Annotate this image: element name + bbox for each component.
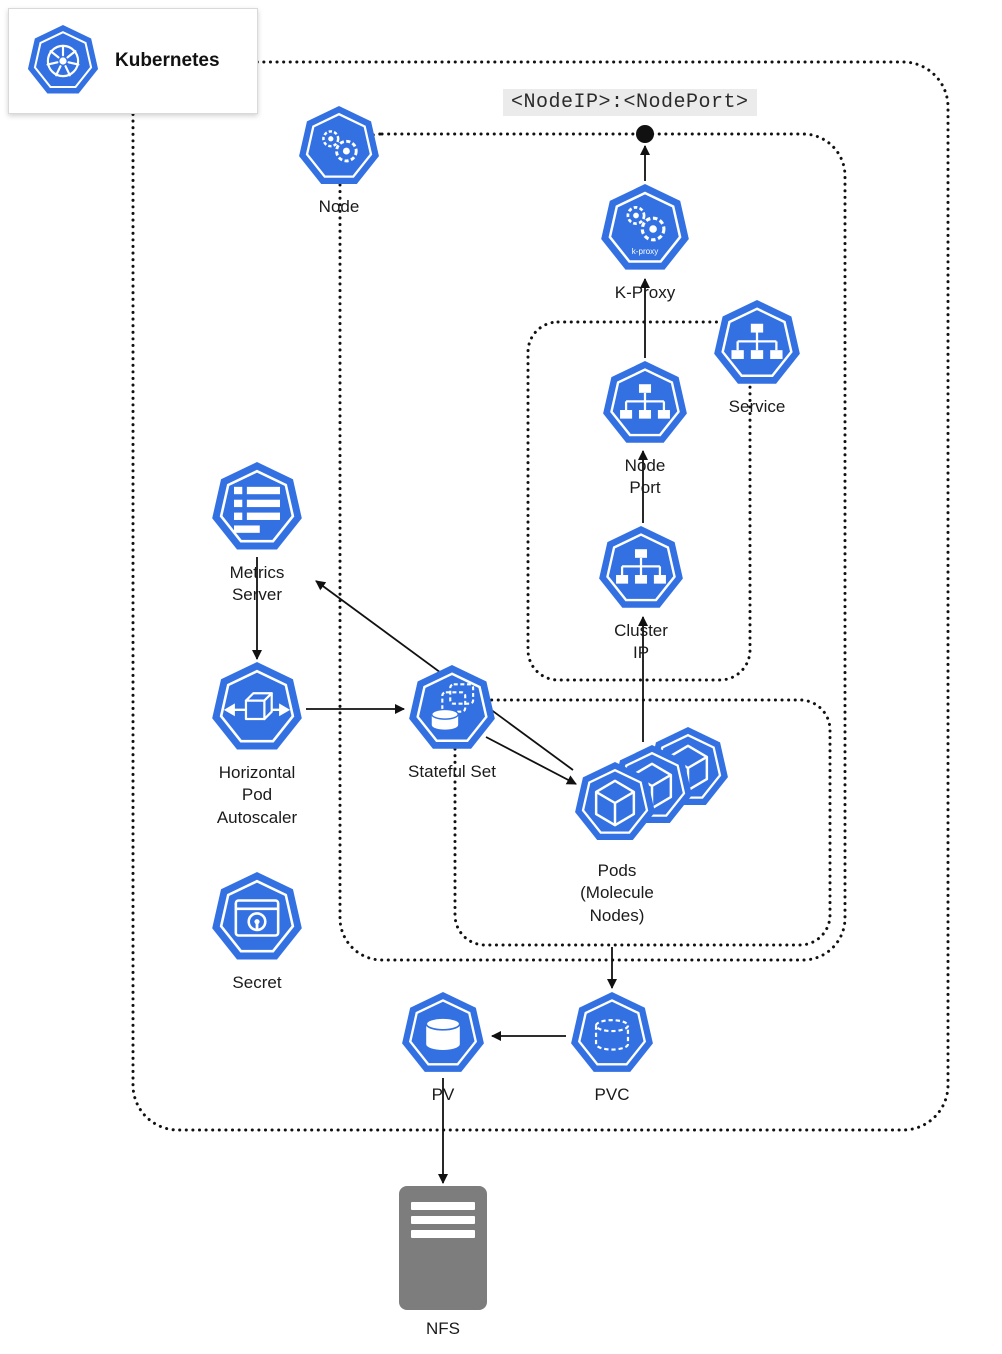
secret-component: Secret <box>197 872 317 994</box>
node-icon <box>298 106 380 186</box>
clusterip-component: Cluster IP <box>581 526 701 665</box>
nodeport-label: Node Port <box>624 456 666 498</box>
nodeport-icon <box>602 361 688 444</box>
service-boundary <box>526 320 752 682</box>
nodeport-component: Node Port <box>585 361 705 500</box>
pods-component: Pods (Molecule Nodes) <box>540 726 729 941</box>
nfs-component: NFS <box>383 1186 503 1340</box>
kproxy-icon: k-proxy <box>600 184 690 271</box>
kproxy-component: k-proxy K-Proxy <box>585 184 705 304</box>
kubernetes-legend: Kubernetes <box>8 8 258 114</box>
pv-component: PV <box>383 992 503 1106</box>
pv-label: PV <box>431 1085 455 1104</box>
statefulset-component: Stateful Set <box>392 665 512 783</box>
hpa-icon <box>211 662 303 751</box>
secret-label: Secret <box>232 973 282 992</box>
hpa-component: Horizontal Pod Autoscaler <box>197 662 317 829</box>
endpoint-label: <NodeIP>:<NodePort> <box>503 89 757 116</box>
metrics-server-label: Metrics Server <box>229 563 285 605</box>
metrics-server-icon <box>211 462 303 551</box>
service-label: Service <box>728 397 786 416</box>
nfs-server-icon <box>399 1186 487 1310</box>
legend-title: Kubernetes <box>115 50 220 71</box>
cluster-boundary <box>131 60 950 1132</box>
service-icon <box>713 300 801 385</box>
node-boundary <box>338 132 847 962</box>
nfs-bar <box>411 1202 475 1210</box>
kproxy-icon-text: k-proxy <box>632 247 659 256</box>
statefulset-label: Stateful Set <box>408 762 496 781</box>
nfs-label: NFS <box>426 1319 460 1338</box>
clusterip-icon <box>598 526 684 609</box>
pv-icon <box>401 992 485 1074</box>
service-component: Service <box>697 300 817 418</box>
nfs-bar <box>411 1216 475 1224</box>
arrow-statefulset-to-pods <box>485 736 577 785</box>
statefulset-icon <box>408 665 496 750</box>
metrics-server-component: Metrics Server <box>197 462 317 607</box>
secret-icon <box>211 872 303 961</box>
hpa-label: Horizontal Pod Autoscaler <box>216 763 298 827</box>
endpoint-dot <box>636 125 654 143</box>
node-component: Node <box>279 106 399 218</box>
pvc-component: PVC <box>552 992 672 1106</box>
clusterip-label: Cluster IP <box>614 621 668 663</box>
pods-label: Pods (Molecule Nodes) <box>580 861 654 925</box>
pvc-icon <box>570 992 654 1074</box>
pvc-label: PVC <box>594 1085 630 1104</box>
node-label: Node <box>318 197 360 216</box>
kproxy-label: K-Proxy <box>614 283 676 302</box>
pod-icon-front <box>574 762 656 842</box>
nfs-bar <box>411 1230 475 1238</box>
kubernetes-logo-icon <box>27 25 99 95</box>
